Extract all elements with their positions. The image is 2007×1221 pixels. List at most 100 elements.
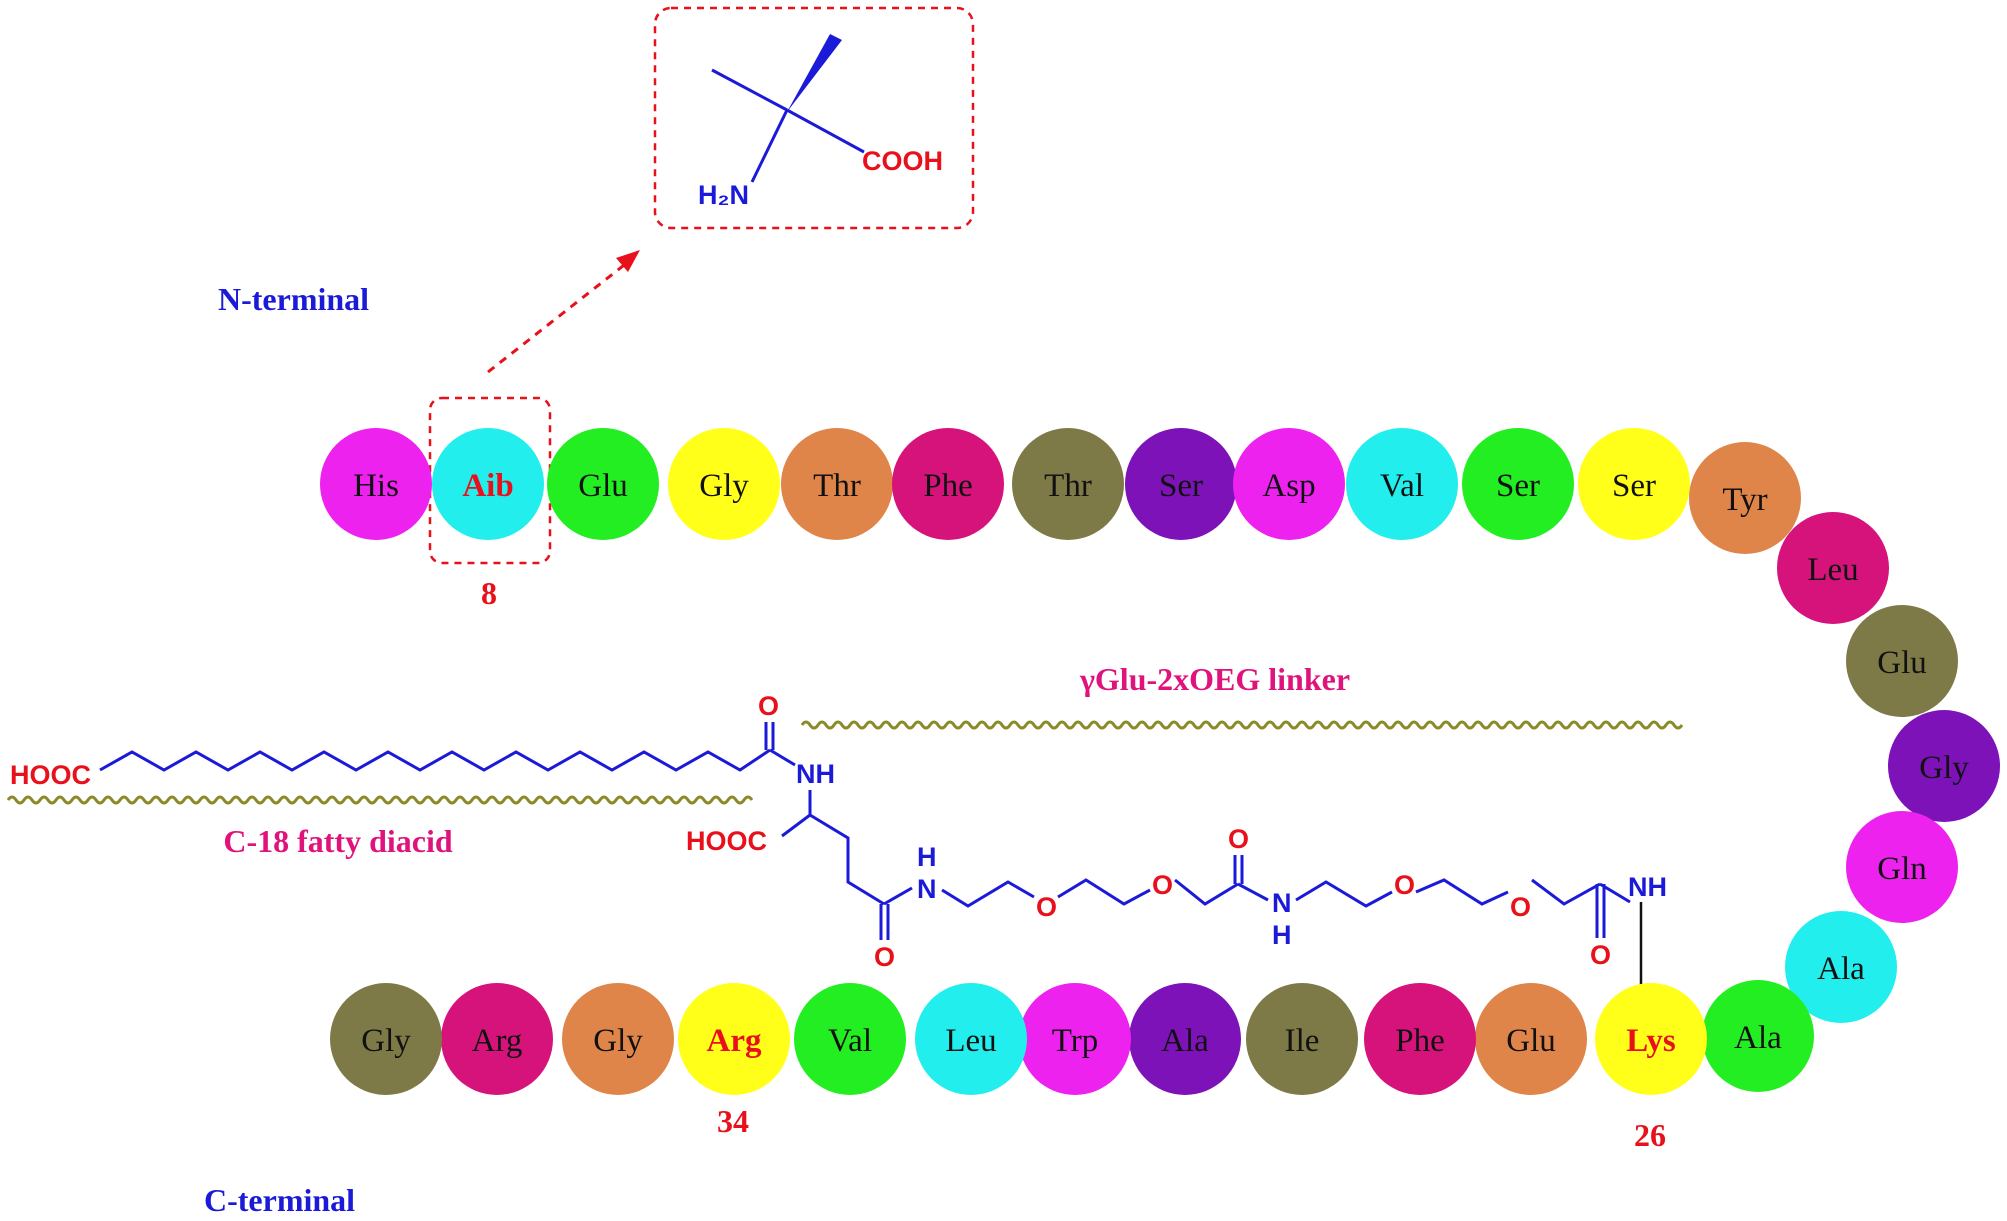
- residue-label: Lys: [1626, 1023, 1676, 1059]
- residue-31-gly: Gly: [330, 983, 442, 1095]
- residue-bead: [1233, 428, 1345, 540]
- position-34-label: 34: [717, 1103, 749, 1139]
- residue-bead: [781, 428, 893, 540]
- oeg-chain-2b: [1415, 878, 1509, 906]
- residue-label: Val: [1380, 468, 1424, 504]
- residue-9-asp: Asp: [1233, 428, 1345, 540]
- residue-28-arg: Arg: [678, 983, 790, 1095]
- residue-bead: [1595, 983, 1707, 1095]
- residue-4-gly: Gly: [668, 428, 780, 540]
- residue-label: Tyr: [1722, 482, 1767, 518]
- hooc-glu-label: HOOC: [686, 826, 767, 856]
- aib-structure-box: [653, 6, 975, 230]
- residue-6-phe: Phe: [892, 428, 1004, 540]
- residue-label: Thr: [813, 468, 861, 504]
- residue-label: Thr: [1044, 468, 1092, 504]
- aib-structure: COOH H₂N: [653, 6, 975, 230]
- residue-label: Ser: [1496, 468, 1540, 504]
- residue-bead: [1346, 428, 1458, 540]
- residue-23-ile: Ile: [1246, 983, 1358, 1095]
- residue-label: Phe: [923, 468, 973, 504]
- residue-bead: [1689, 442, 1801, 554]
- residue-bead: [1846, 605, 1958, 717]
- residue-label: Glu: [1506, 1023, 1556, 1059]
- nh-label-1: NH: [796, 759, 835, 789]
- residue-bead: [1019, 983, 1131, 1095]
- residue-14-leu: Leu: [1777, 512, 1889, 624]
- residue-bead: [678, 983, 790, 1095]
- residue-bead: [330, 983, 442, 1095]
- amide-n-2: N: [1272, 888, 1292, 918]
- glu-cooh-bond: [781, 813, 811, 838]
- residue-bead: [668, 428, 780, 540]
- residue-25-trp: Trp: [1019, 983, 1131, 1095]
- aib-h2n-label: H₂N: [698, 180, 749, 210]
- residue-bead: [915, 983, 1027, 1095]
- linker-wave-underline: [800, 720, 1684, 730]
- residue-15-glu: Glu: [1846, 605, 1958, 717]
- residue-26-leu: Leu: [915, 983, 1027, 1095]
- residue-bead: [892, 428, 1004, 540]
- residue-bead: [1785, 911, 1897, 1023]
- residue-label: Leu: [1807, 552, 1858, 588]
- residue-8-ser: Ser: [1125, 428, 1237, 540]
- residue-22-phe: Phe: [1364, 983, 1476, 1095]
- residue-24-ala: Ala: [1129, 983, 1241, 1095]
- nh-lys-label: NH: [1628, 872, 1667, 902]
- residue-29-gly: Gly: [562, 983, 674, 1095]
- amide-bond-1: [769, 748, 796, 767]
- residue-bead: [1246, 983, 1358, 1095]
- residue-label: Trp: [1052, 1023, 1099, 1059]
- glu-side-chain: [809, 813, 885, 906]
- n-terminal-label: N-terminal: [218, 281, 369, 317]
- c-terminal-label: C-terminal: [204, 1182, 355, 1218]
- aib-cooh-label: COOH: [862, 146, 943, 176]
- ether-o-4: O: [1510, 892, 1531, 922]
- residue-label: Gly: [699, 468, 749, 504]
- residue-11-ser: Ser: [1462, 428, 1574, 540]
- residue-1-his: His: [320, 428, 432, 540]
- residue-label: Val: [828, 1023, 872, 1059]
- residue-bead: [1012, 428, 1124, 540]
- residue-label: Gln: [1877, 851, 1927, 887]
- residue-bead: [441, 983, 553, 1095]
- position-26-label: 26: [1634, 1117, 1666, 1153]
- glu-amide-bond: [883, 886, 913, 906]
- ether-o-3: O: [1394, 870, 1415, 900]
- residue-bead: [1125, 428, 1237, 540]
- aib-methyl-bond: [711, 68, 788, 112]
- amide-n-1: N: [917, 874, 937, 904]
- fatty-diacid-label: C-18 fatty diacid: [223, 823, 453, 859]
- residue-label: Ser: [1612, 468, 1656, 504]
- aib-wedge-bond: [787, 34, 842, 112]
- residue-label: Glu: [1877, 645, 1927, 681]
- residue-bead: [1364, 983, 1476, 1095]
- fatty-diacid-wave-underline: [6, 795, 754, 805]
- residue-20-lys: Lys: [1595, 983, 1707, 1095]
- oeg-chain-2: [1295, 880, 1393, 908]
- amide-h-2: H: [1272, 920, 1292, 950]
- residue-bead: [1777, 512, 1889, 624]
- residue-13-tyr: Tyr: [1689, 442, 1801, 554]
- oeg-chain-1c: [1174, 878, 1239, 906]
- residue-bead: [1578, 428, 1690, 540]
- residue-label: Asp: [1262, 468, 1315, 504]
- oeg-chain-1b: [1057, 878, 1151, 906]
- oeg-chain-2c: [1531, 878, 1601, 906]
- residue-label: Ser: [1159, 468, 1203, 504]
- residue-bead: [1846, 811, 1958, 923]
- residue-3-glu: Glu: [547, 428, 659, 540]
- residue-27-val: Val: [794, 983, 906, 1095]
- residue-7-thr: Thr: [1012, 428, 1124, 540]
- residue-30-arg: Arg: [441, 983, 553, 1095]
- arrow-head: [616, 250, 640, 272]
- residue-label: Ile: [1285, 1023, 1320, 1059]
- residue-bead: [1129, 983, 1241, 1095]
- residue-label: Gly: [1919, 750, 1969, 786]
- ether-o-2: O: [1152, 870, 1173, 900]
- residue-label: Ala: [1817, 951, 1865, 987]
- residue-label: Aib: [462, 468, 513, 504]
- residue-bead: [1888, 710, 2000, 822]
- amide-h-1: H: [917, 842, 937, 872]
